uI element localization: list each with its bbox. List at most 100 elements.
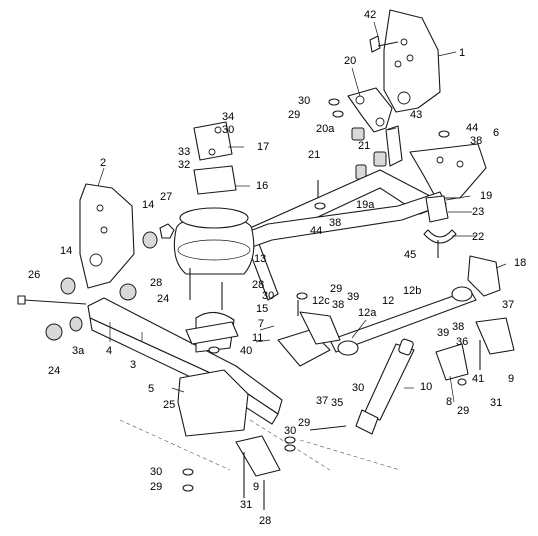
callout-30a: 30 (222, 124, 235, 136)
callout-26: 26 (28, 269, 41, 281)
callout-12: 12 (382, 295, 395, 307)
callout-21a: 21 (308, 149, 321, 161)
callout-38c: 38 (332, 299, 345, 311)
callout-7: 7 (258, 318, 265, 330)
callout-30f: 30 (150, 466, 163, 478)
callout-21b: 21 (358, 140, 371, 152)
callout-1: 1 (459, 47, 466, 59)
bushing-part-20a (351, 127, 365, 141)
clamp-part-23 (423, 195, 457, 244)
front-bracket-part-1 (383, 9, 441, 113)
callout-31a: 31 (240, 499, 253, 511)
callout-30e: 30 (352, 382, 365, 394)
callout-15: 15 (256, 303, 269, 315)
callout-6: 6 (493, 127, 500, 139)
shock-absorber-part-10 (355, 338, 415, 435)
bushing-part-24b (45, 323, 63, 341)
callout-41: 41 (472, 373, 485, 385)
bushing-part-3a (69, 316, 83, 332)
callout-12c: 12c (312, 295, 330, 307)
callout-44a: 44 (466, 122, 479, 134)
callout-3: 3 (130, 359, 137, 371)
callout-34: 34 (222, 111, 235, 123)
callout-29e: 29 (150, 481, 163, 493)
callout-42: 42 (364, 9, 377, 21)
callout-22: 22 (472, 231, 485, 243)
clamp-part-12c (299, 311, 341, 345)
callout-9b: 9 (253, 481, 260, 493)
callout-35: 35 (331, 397, 344, 409)
callout-45: 45 (404, 249, 417, 261)
mount-part-9 (475, 317, 515, 355)
callout-11: 11 (252, 332, 264, 344)
callout-24a: 24 (157, 293, 170, 305)
shackle-plate-part-21 (385, 125, 403, 167)
air-spring-part-16 (173, 165, 255, 275)
callout-36: 36 (456, 336, 469, 348)
callout-38d: 38 (452, 321, 465, 333)
bracket-part-18 (467, 255, 501, 297)
callout-20: 20 (344, 55, 357, 67)
callout-37a: 37 (316, 395, 329, 407)
callout-43: 43 (410, 109, 423, 121)
callout-38b: 38 (329, 217, 342, 229)
callout-19: 19 (480, 190, 493, 202)
u-bolts (189, 180, 481, 510)
callout-2: 2 (100, 157, 107, 169)
callout-44b: 44 (310, 225, 323, 237)
callout-4: 4 (106, 345, 113, 357)
callout-14a: 14 (142, 199, 155, 211)
upper-plate-part-17 (193, 121, 233, 161)
callout-24b: 24 (48, 365, 61, 377)
bolt-part-42 (369, 35, 381, 53)
callout-39b: 39 (437, 327, 450, 339)
callout-32: 32 (178, 159, 191, 171)
callout-39a: 39 (347, 291, 360, 303)
callout-28a: 28 (150, 277, 163, 289)
callout-29a: 29 (288, 109, 301, 121)
callout-5: 5 (148, 383, 155, 395)
callout-30b: 30 (298, 95, 311, 107)
callout-23: 23 (472, 206, 485, 218)
nut-part-27 (159, 223, 175, 239)
axle-seat-part-5 (177, 311, 249, 437)
callout-20a: 20a (316, 123, 335, 135)
rear-bracket-part-6 (409, 143, 487, 199)
callout-9a: 9 (508, 373, 515, 385)
lower-plate-part-31 (235, 435, 281, 477)
callout-29c: 29 (298, 417, 311, 429)
callout-10: 10 (420, 381, 433, 393)
hanger-bracket-part-2 (79, 183, 135, 289)
callout-30d: 30 (284, 425, 297, 437)
torque-rod-part-12 (329, 286, 477, 356)
callout-30c: 30 (262, 290, 275, 302)
callout-16: 16 (256, 180, 269, 192)
callout-13: 13 (254, 253, 267, 265)
leader-lines (97, 21, 507, 403)
bracket-part-36 (435, 343, 469, 381)
callout-31b: 31 (490, 397, 503, 409)
callout-12a: 12a (358, 307, 377, 319)
bushing-part-24 (119, 283, 137, 301)
callout-19a: 19a (356, 199, 375, 211)
callout-12b: 12b (403, 285, 422, 297)
callout-3a: 3a (72, 345, 85, 357)
callout-27: 27 (160, 191, 173, 203)
washers-and-nuts (182, 98, 467, 492)
callout-8: 8 (446, 396, 453, 408)
callout-29d: 29 (457, 405, 470, 417)
bushing-part-14b (60, 277, 76, 295)
callout-28b: 28 (252, 279, 265, 291)
bolt-part-26 (23, 299, 87, 305)
callout-33: 33 (178, 146, 191, 158)
callout-25: 25 (163, 399, 176, 411)
callout-14b: 14 (60, 245, 73, 257)
callout-17: 17 (257, 141, 270, 153)
callout-37b: 37 (502, 299, 515, 311)
callout-18: 18 (514, 257, 527, 269)
callout-29b: 29 (330, 283, 343, 295)
callout-28c: 28 (259, 515, 272, 527)
callout-40: 40 (240, 345, 253, 357)
callout-38a: 38 (470, 135, 483, 147)
